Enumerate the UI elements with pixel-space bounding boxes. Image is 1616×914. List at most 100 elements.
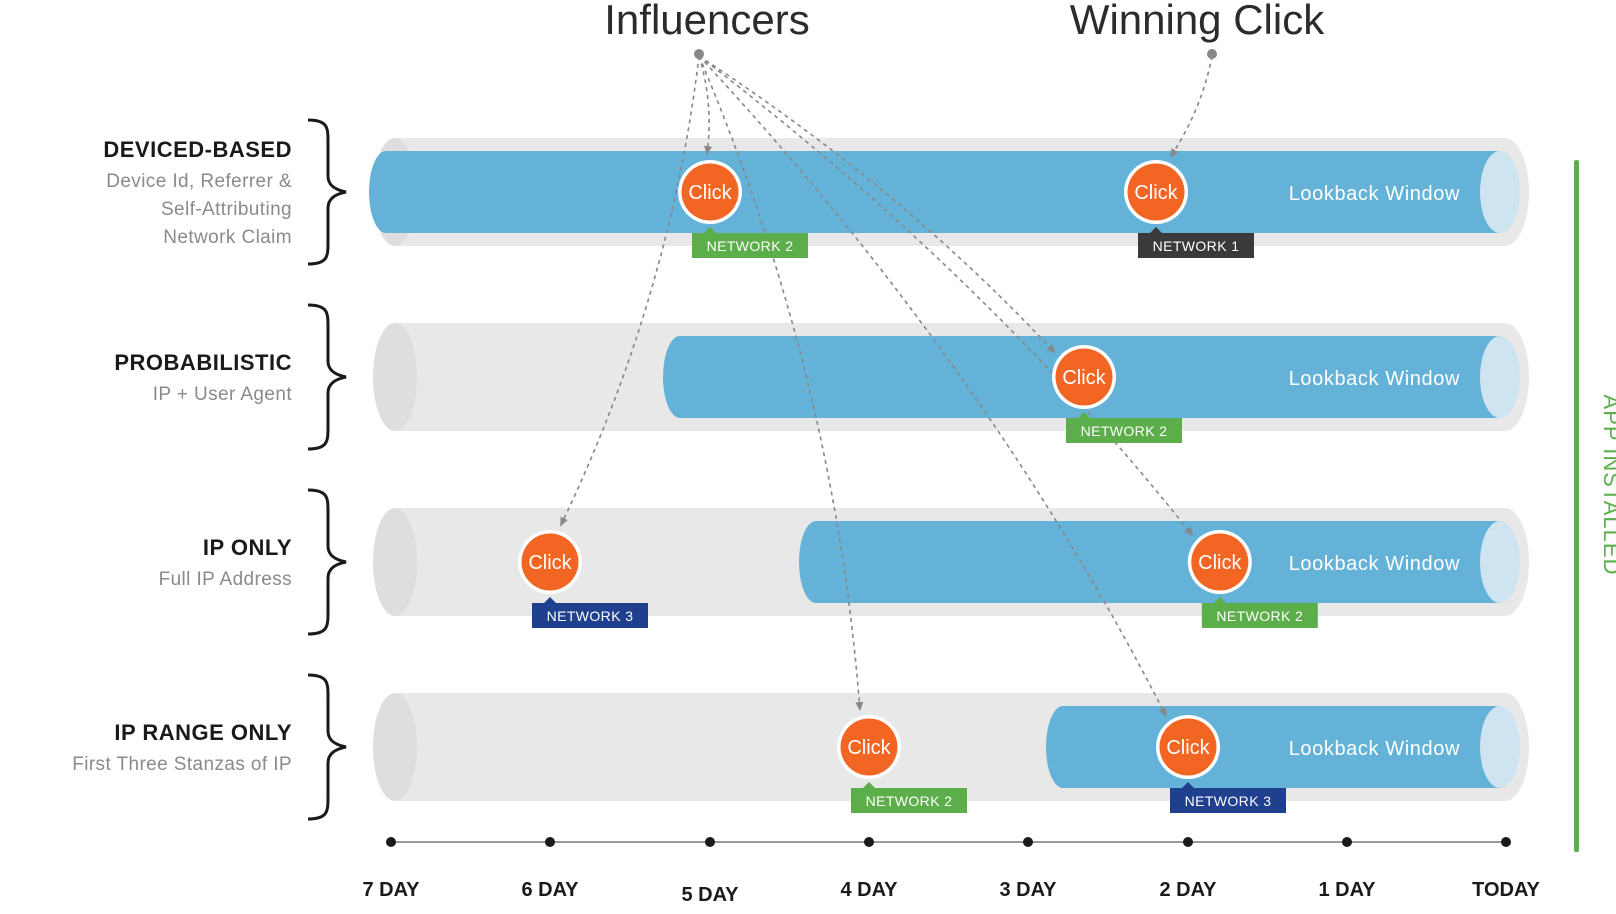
row-brace bbox=[307, 118, 347, 266]
lookback-window-bar bbox=[816, 521, 1500, 603]
click-label: Click bbox=[1062, 367, 1106, 389]
network-tag bbox=[851, 788, 967, 813]
influencers-heading: Influencers bbox=[604, 0, 809, 43]
axis-label: 1 DAY bbox=[1318, 879, 1376, 901]
influencer-arrow bbox=[560, 55, 700, 527]
row-title: IP ONLY bbox=[203, 535, 292, 560]
row-subtitle: Full IP Address bbox=[159, 569, 292, 590]
network-tag-pointer bbox=[544, 597, 556, 603]
click-circle bbox=[840, 718, 898, 776]
lookback-window-start bbox=[369, 151, 403, 233]
axis-tick-dot bbox=[705, 837, 715, 847]
influencer-arrow bbox=[698, 55, 864, 712]
network-tag-label: NETWORK 3 bbox=[1185, 793, 1272, 809]
click-circle bbox=[1191, 533, 1249, 591]
click-circle bbox=[1127, 163, 1185, 221]
network-tag-label: NETWORK 2 bbox=[707, 238, 794, 254]
axis-tick-dot bbox=[386, 837, 396, 847]
row-subtitle: Device Id, Referrer & bbox=[106, 171, 292, 192]
timeline-row-3: Lookback Window bbox=[373, 508, 1529, 616]
click-label: Click bbox=[528, 552, 572, 574]
network-tag-pointer bbox=[1213, 597, 1226, 603]
lookback-window-bar bbox=[1063, 706, 1500, 788]
axis-tick-dot bbox=[1023, 837, 1033, 847]
axis-tick-dot bbox=[1501, 837, 1511, 847]
axis-tick-dot bbox=[1342, 837, 1352, 847]
winning-click-heading: Winning Click bbox=[1070, 0, 1325, 43]
network-tag bbox=[1170, 788, 1286, 813]
network-tag bbox=[1066, 418, 1182, 443]
click-circle bbox=[1159, 718, 1217, 776]
row-label-1: DEVICED-BASED Device Id, Referrer & Self-A… bbox=[103, 118, 347, 266]
click-label: Click bbox=[1198, 552, 1242, 574]
network-tag bbox=[1201, 603, 1318, 628]
click-label: Click bbox=[1134, 182, 1178, 204]
lookback-window-label: Lookback Window bbox=[1289, 553, 1460, 575]
timeline-row-1: Lookback Window bbox=[369, 138, 1529, 246]
click-circle bbox=[1055, 348, 1113, 406]
lookback-window-label: Lookback Window bbox=[1289, 183, 1460, 205]
row-subtitle: IP + User Agent bbox=[153, 384, 293, 405]
lookback-window-start bbox=[1046, 706, 1080, 788]
timeline-row-4: Lookback Window bbox=[373, 693, 1529, 801]
click-label: Click bbox=[1166, 737, 1210, 759]
axis-label: 4 DAY bbox=[840, 879, 898, 901]
network-tag-label: NETWORK 2 bbox=[1216, 608, 1303, 624]
axis-label: 2 DAY bbox=[1159, 879, 1217, 901]
lookback-window-label: Lookback Window bbox=[1289, 368, 1460, 390]
influencer-arrow bbox=[698, 55, 1167, 717]
axis-label: 6 DAY bbox=[521, 879, 579, 901]
network-tag-pointer bbox=[1150, 227, 1162, 233]
row-label-3: IP ONLY Full IP Address bbox=[159, 488, 347, 636]
row-title: PROBABILISTIC bbox=[114, 350, 292, 375]
lookback-window-end bbox=[1480, 706, 1520, 788]
network-tag bbox=[1138, 233, 1254, 258]
lookback-window-end bbox=[1480, 336, 1520, 418]
row-label-2: PROBABILISTIC IP + User Agent bbox=[114, 303, 347, 451]
influencer-arrow bbox=[698, 55, 1194, 537]
click-label: Click bbox=[847, 737, 891, 759]
axis-tick-dot bbox=[1183, 837, 1193, 847]
row-brace bbox=[307, 488, 347, 636]
lookback-window-end bbox=[1480, 521, 1520, 603]
timeline-row-2: Lookback Window bbox=[373, 323, 1529, 431]
axis-tick-dot bbox=[545, 837, 555, 847]
axis-label: 3 DAY bbox=[999, 879, 1057, 901]
lookback-window-bar bbox=[386, 151, 1500, 233]
row-subtitle: Network Claim bbox=[163, 227, 292, 248]
lookback-window-end bbox=[1480, 151, 1520, 233]
app-installed-label: APP INSTALLED bbox=[1599, 395, 1616, 576]
network-tag bbox=[532, 603, 648, 628]
winning-click-arrow bbox=[1169, 55, 1213, 158]
axis-label: 5 DAY bbox=[681, 884, 739, 906]
row-title: DEVICED-BASED bbox=[103, 137, 292, 162]
click-label: Click bbox=[688, 182, 732, 204]
lookback-window-start bbox=[799, 521, 833, 603]
influencers-origin-dot bbox=[694, 49, 704, 59]
network-tag-label: NETWORK 3 bbox=[547, 608, 634, 624]
lookback-window-label: Lookback Window bbox=[1289, 738, 1460, 760]
tube-end-left bbox=[373, 693, 417, 801]
influencer-arrow bbox=[698, 55, 713, 156]
network-tag-pointer bbox=[863, 782, 875, 788]
network-tag-pointer bbox=[1182, 782, 1194, 788]
network-tag-label: NETWORK 2 bbox=[1081, 423, 1168, 439]
axis-label: TODAY bbox=[1472, 879, 1540, 901]
network-tag-pointer bbox=[1078, 412, 1090, 418]
network-tag-pointer bbox=[704, 227, 716, 233]
row-brace bbox=[307, 673, 347, 821]
click-circle bbox=[681, 163, 739, 221]
lookback-window-start bbox=[663, 336, 697, 418]
tube-end-left bbox=[373, 508, 417, 616]
row-subtitle: Self-Attributing bbox=[161, 199, 292, 220]
row-brace bbox=[307, 303, 347, 451]
